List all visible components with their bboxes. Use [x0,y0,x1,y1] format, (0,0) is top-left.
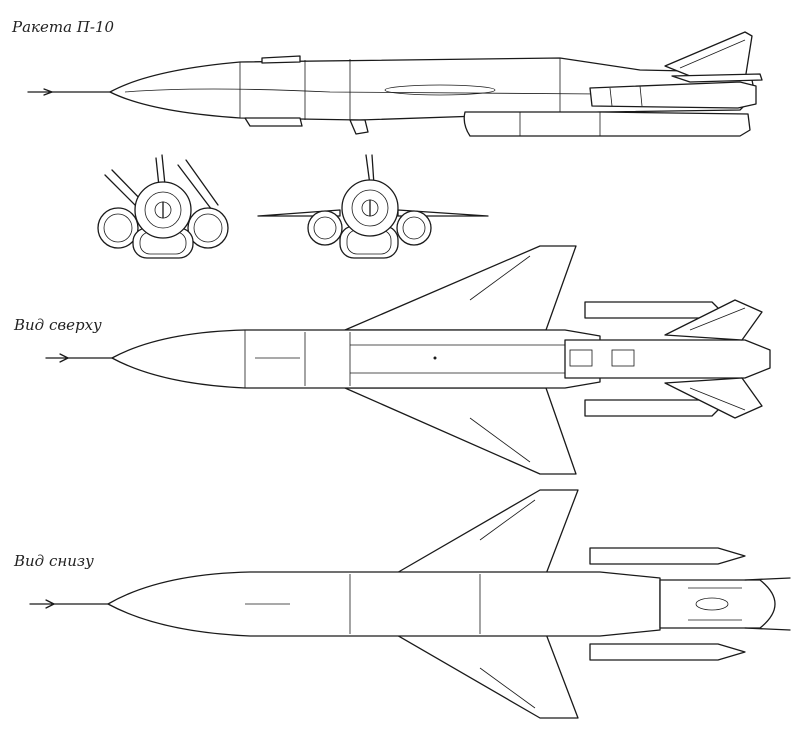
top-fuselage [111,329,601,389]
drawing-title: Ракета П-10 [12,18,115,36]
top-wing-lower [344,387,577,475]
top-view [45,245,771,475]
bottom-wing-upper [394,489,579,575]
side-engine-pod [463,111,751,137]
bottom-view-label: Вид снизу [14,552,94,570]
side-view [27,31,763,137]
front-view-right [257,154,489,259]
top-view-label: Вид сверху [14,316,102,334]
bottom-view [29,489,791,719]
bottom-fuselage [107,571,661,637]
bottom-wing-lower [394,633,579,719]
front-view-left [97,154,229,259]
